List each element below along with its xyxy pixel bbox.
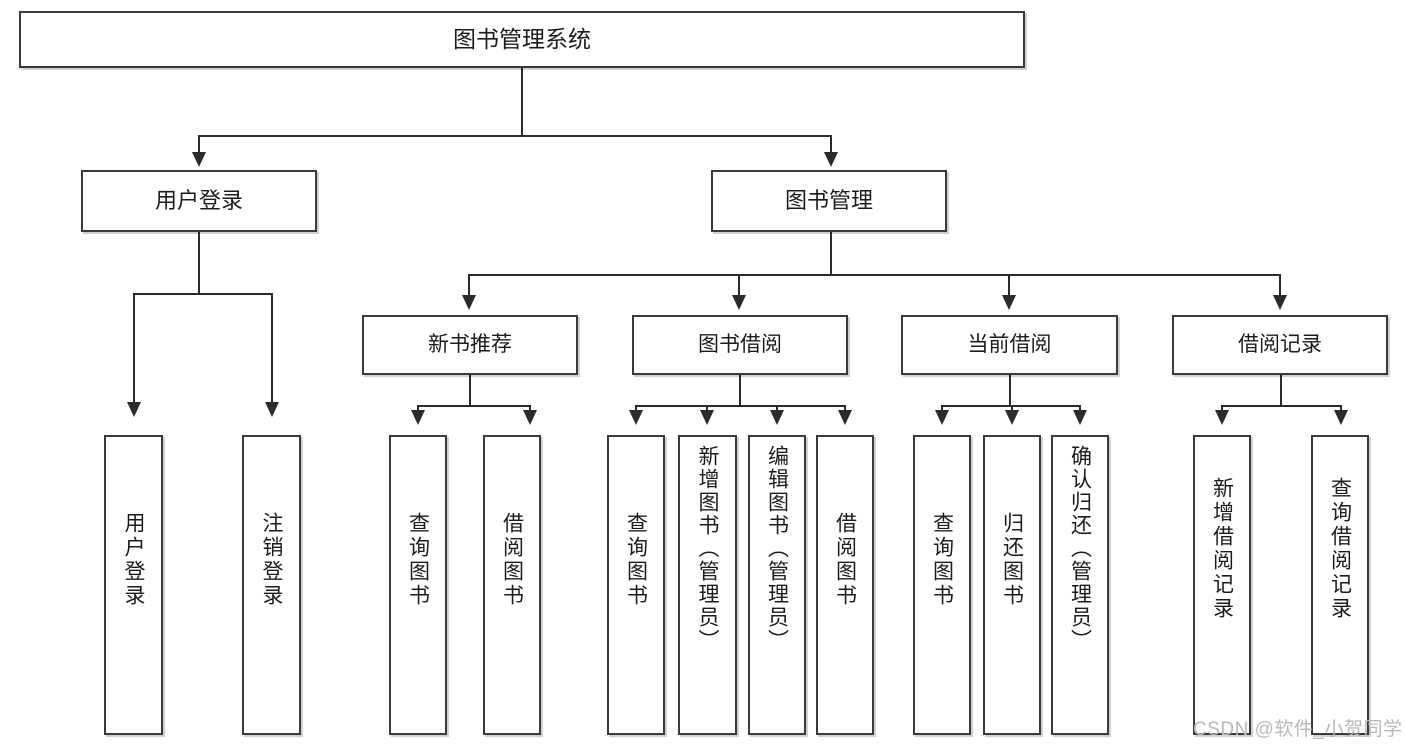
edge-user-login-drop-2 [271, 293, 273, 405]
arrow-borrow-leaf-4 [838, 410, 852, 425]
edge-root-to-book-manage [830, 135, 832, 155]
edge-current-stem [1009, 375, 1011, 406]
leaf-edit-book[interactable]: 编辑图书（管理员） [748, 435, 806, 735]
edge-current-bus [941, 405, 1080, 407]
edge-recommend-drop-2 [529, 405, 531, 413]
node-new-book-recommend[interactable]: 新书推荐 [362, 315, 578, 375]
node-label: 当前借阅 [967, 332, 1052, 356]
arrow-user-login-leaf-2 [265, 402, 279, 417]
edge-borrow-bus [635, 405, 845, 407]
node-book-borrow[interactable]: 图书借阅 [632, 315, 848, 375]
leaf-confirm-return[interactable]: 确认归还（管理员） [1051, 435, 1109, 735]
edge-book-manage-drop-2 [738, 274, 740, 298]
edge-recommend-bus [417, 405, 530, 407]
leaf-label: 归还图书 [1000, 512, 1024, 608]
leaf-label: 借阅图书 [500, 512, 524, 608]
leaf-label: 新增借阅记录 [1210, 477, 1234, 621]
leaf-query-book-2[interactable]: 查询图书 [607, 435, 665, 735]
csdn-watermark: CSDN @软件_小贺同学 [1193, 719, 1403, 740]
leaf-label: 查询图书 [624, 512, 648, 608]
arrow-book-manage-child-3 [1002, 295, 1016, 310]
edge-borrow-stem [739, 375, 741, 406]
leaf-label: 借阅图书 [833, 512, 857, 608]
arrow-recommend-leaf-1 [411, 410, 425, 425]
arrow-root-to-book-manage [824, 152, 838, 167]
edge-book-manage-drop-4 [1279, 274, 1281, 298]
node-book-manage[interactable]: 图书管理 [711, 170, 947, 232]
edge-user-login-bus [133, 293, 272, 295]
leaf-label: 新增图书（管理员） [696, 445, 719, 652]
leaf-return-book[interactable]: 归还图书 [983, 435, 1041, 735]
edge-record-drop-1 [1221, 405, 1223, 413]
leaf-add-borrow-record[interactable]: 新增借阅记录 [1193, 435, 1251, 735]
node-current-borrow[interactable]: 当前借阅 [901, 315, 1118, 375]
arrow-borrow-leaf-1 [629, 410, 643, 425]
node-user-login[interactable]: 用户登录 [81, 170, 317, 232]
arrow-current-leaf-2 [1005, 410, 1019, 425]
edge-current-drop-3 [1079, 405, 1081, 413]
arrow-book-manage-child-2 [732, 295, 746, 310]
edge-root-bus [198, 135, 832, 137]
node-label: 新书推荐 [428, 332, 512, 356]
leaf-query-book-3[interactable]: 查询图书 [913, 435, 971, 735]
edge-book-manage-bus [468, 274, 1281, 276]
leaf-add-book[interactable]: 新增图书（管理员） [678, 435, 737, 735]
leaf-label: 编辑图书（管理员） [765, 445, 789, 652]
edge-current-drop-2 [1011, 405, 1013, 413]
edge-record-drop-2 [1340, 405, 1342, 413]
edge-root-to-user-login [198, 135, 200, 155]
edge-record-bus [1221, 405, 1341, 407]
edge-user-login-drop-1 [133, 293, 135, 405]
arrow-user-login-leaf-1 [127, 402, 141, 417]
leaf-label: 注销登录 [260, 512, 283, 608]
leaf-label: 用户登录 [122, 512, 145, 608]
edge-borrow-drop-1 [635, 405, 637, 413]
node-root-book-management-system[interactable]: 图书管理系统 [19, 11, 1025, 68]
edge-borrow-drop-2 [706, 405, 708, 413]
edge-current-drop-1 [941, 405, 943, 413]
node-borrow-record[interactable]: 借阅记录 [1172, 315, 1388, 375]
edge-user-login-stem [198, 232, 200, 294]
arrow-recommend-leaf-2 [523, 410, 537, 425]
edge-record-stem [1280, 375, 1282, 406]
edge-root-stem [521, 68, 523, 136]
arrow-root-to-user-login [192, 152, 206, 167]
leaf-borrow-book-1[interactable]: 借阅图书 [483, 435, 541, 735]
edge-borrow-drop-4 [844, 405, 846, 413]
leaf-label: 查询借阅记录 [1328, 477, 1352, 621]
arrow-current-leaf-1 [935, 410, 949, 425]
edge-book-manage-drop-3 [1008, 274, 1010, 298]
leaf-label: 查询图书 [406, 512, 430, 608]
arrow-book-manage-child-4 [1273, 295, 1287, 310]
node-label: 图书管理 [784, 188, 873, 214]
arrow-record-leaf-1 [1215, 410, 1229, 425]
leaf-user-login[interactable]: 用户登录 [104, 435, 163, 735]
edge-borrow-drop-3 [776, 405, 778, 413]
node-label: 图书借阅 [698, 332, 782, 356]
edge-recommend-drop-1 [417, 405, 419, 413]
arrow-current-leaf-3 [1073, 410, 1087, 425]
leaf-query-borrow-record[interactable]: 查询借阅记录 [1311, 435, 1369, 735]
arrow-borrow-leaf-3 [770, 410, 784, 425]
arrow-book-manage-child-1 [462, 295, 476, 310]
leaf-user-logout[interactable]: 注销登录 [242, 435, 301, 735]
node-label: 用户登录 [154, 188, 243, 214]
arrow-borrow-leaf-2 [700, 410, 714, 425]
leaf-label: 确认归还（管理员） [1068, 445, 1092, 652]
edge-book-manage-drop-1 [468, 274, 470, 298]
leaf-query-book-1[interactable]: 查询图书 [389, 435, 447, 735]
node-label: 借阅记录 [1238, 332, 1322, 356]
node-label: 图书管理系统 [453, 26, 591, 53]
leaf-borrow-book-2[interactable]: 借阅图书 [816, 435, 874, 735]
arrow-record-leaf-2 [1334, 410, 1348, 425]
leaf-label: 查询图书 [930, 512, 954, 608]
edge-book-manage-stem [830, 232, 832, 276]
edge-recommend-stem [469, 375, 471, 406]
